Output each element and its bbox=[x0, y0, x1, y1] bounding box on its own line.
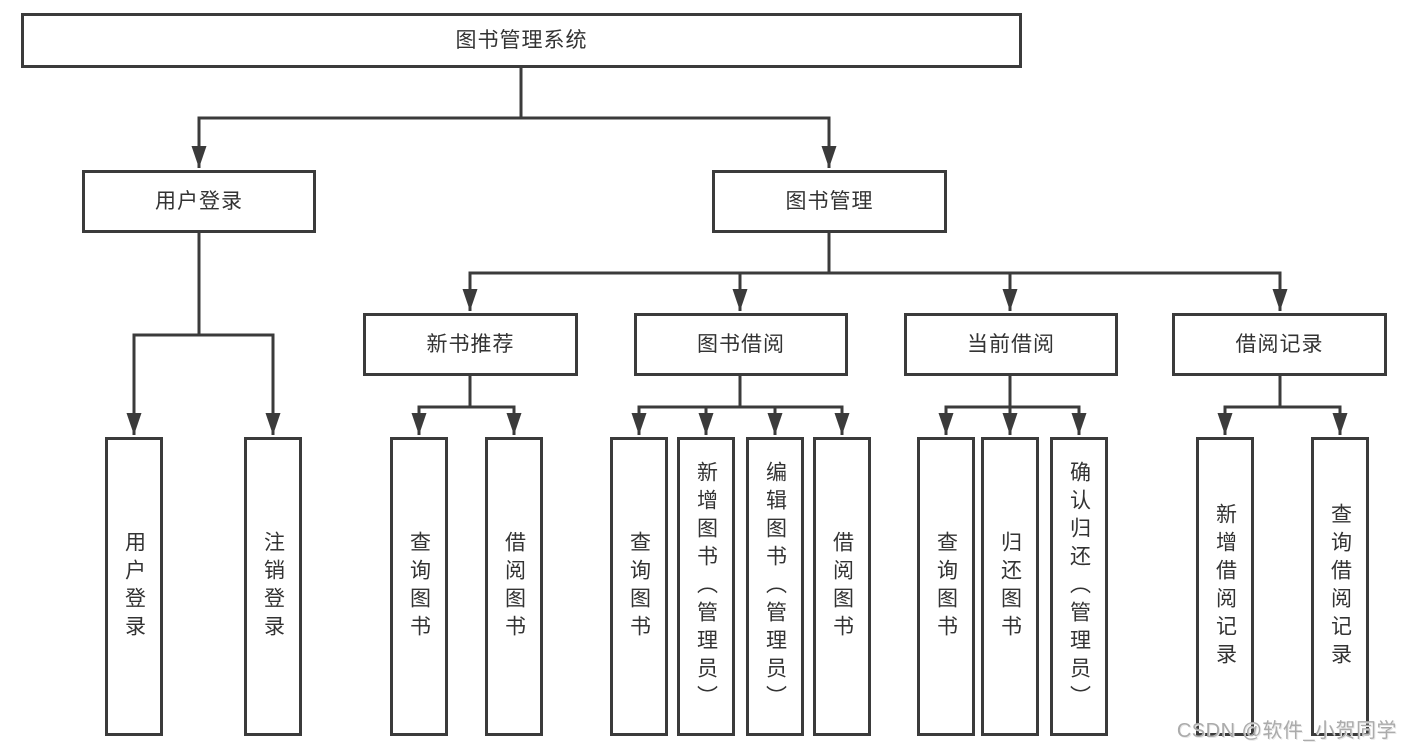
node-leaf-borrow-books-1: 借阅图书 bbox=[485, 437, 543, 736]
node-leaf-return-books: 归还图书 bbox=[981, 437, 1039, 736]
watermark: CSDN @软件_小贺同学 bbox=[1176, 720, 1397, 742]
node-leaf-query-books-3: 查询图书 bbox=[917, 437, 975, 736]
node-leaf-edit-books-admin: 编辑图书（管理员） bbox=[746, 437, 804, 736]
node-book-management-branch: 图书管理 bbox=[712, 170, 947, 233]
node-leaf-query-books-1: 查询图书 bbox=[390, 437, 448, 736]
node-leaf-query-books-2: 查询图书 bbox=[610, 437, 668, 736]
node-user-login-branch: 用户登录 bbox=[82, 170, 316, 233]
node-section-borrow-records: 借阅记录 bbox=[1172, 313, 1387, 376]
node-leaf-borrow-books-2: 借阅图书 bbox=[813, 437, 871, 736]
node-section-new-book-recommend: 新书推荐 bbox=[363, 313, 578, 376]
connector-arrows bbox=[126, 118, 1348, 435]
node-leaf-query-borrow-record: 查询借阅记录 bbox=[1311, 437, 1369, 736]
node-leaf-confirm-return-admin: 确认归还（管理员） bbox=[1050, 437, 1108, 736]
node-leaf-user-login: 用户登录 bbox=[105, 437, 163, 736]
node-section-book-borrow: 图书借阅 bbox=[634, 313, 848, 376]
node-leaf-logout: 注销登录 bbox=[244, 437, 302, 736]
node-section-current-borrow: 当前借阅 bbox=[904, 313, 1118, 376]
node-root-system: 图书管理系统 bbox=[21, 13, 1022, 68]
node-leaf-add-books-admin: 新增图书（管理员） bbox=[677, 437, 735, 736]
node-leaf-add-borrow-record: 新增借阅记录 bbox=[1196, 437, 1254, 736]
